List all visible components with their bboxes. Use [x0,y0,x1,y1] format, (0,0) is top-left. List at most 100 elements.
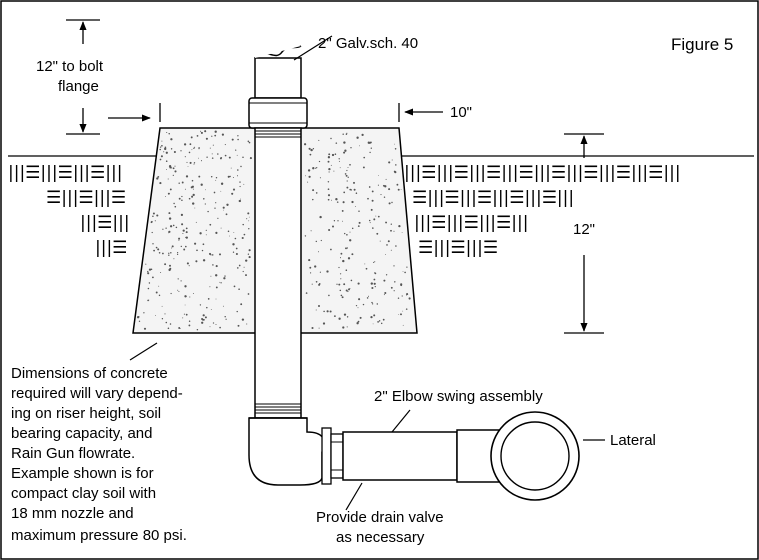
concrete-speckle [192,293,194,294]
concrete-speckle [224,275,226,277]
concrete-speckle [147,287,150,290]
concrete-speckle [343,141,346,144]
concrete-speckle [340,252,343,255]
concrete-speckle [215,231,218,234]
concrete-speckle [215,324,217,325]
concrete-speckle [406,293,409,296]
concrete-speckle [220,182,224,185]
concrete-speckle [165,227,167,229]
concrete-speckle [164,147,167,151]
concrete-speckle [234,237,237,240]
concrete-note-line: Dimensions of concrete [11,365,168,382]
concrete-speckle [191,149,193,151]
concrete-speckle [205,234,207,236]
concrete-speckle [370,282,373,285]
concrete-speckle [224,315,226,318]
elbow-label: 2" Elbow swing assembly [374,388,543,405]
concrete-speckle [358,210,360,213]
concrete-speckle [240,303,243,306]
concrete-speckle [236,169,239,171]
concrete-speckle [239,185,241,188]
concrete-speckle [170,292,172,295]
concrete-speckle [182,229,185,232]
concrete-speckle [247,140,250,143]
concrete-speckle [188,324,191,327]
concrete-speckle [394,281,396,283]
concrete-speckle [186,262,189,265]
concrete-speckle [373,218,376,221]
concrete-speckle [327,188,330,191]
concrete-speckle [184,285,187,288]
concrete-speckle [380,322,383,325]
concrete-speckle [383,294,385,296]
concrete-speckle [327,156,331,159]
concrete-speckle [308,175,311,178]
concrete-speckle [339,257,342,259]
concrete-speckle [342,220,344,222]
concrete-speckle [177,252,179,254]
concrete-speckle [233,232,235,233]
concrete-speckle [181,223,184,226]
concrete-speckle [312,198,314,201]
concrete-speckle [232,188,236,191]
concrete-speckle [201,249,204,252]
concrete-speckle [367,141,370,144]
concrete-speckle [405,308,408,310]
concrete-speckle [307,169,311,172]
concrete-speckle [373,278,376,281]
concrete-speckle [215,286,218,289]
concrete-speckle [343,283,346,286]
concrete-speckle [154,220,156,222]
concrete-speckle [394,143,396,145]
concrete-speckle [357,225,360,227]
concrete-speckle [317,304,321,308]
concrete-speckle [198,157,199,159]
concrete-speckle [371,301,373,304]
concrete-speckle [341,296,344,299]
concrete-speckle [318,139,320,141]
concrete-speckle [379,240,381,242]
concrete-speckle [161,318,164,320]
concrete-speckle [162,228,164,230]
concrete-speckle [181,199,183,201]
soil-hatch-right-row2: ☰|||☰|||☰|||☰|||☰||| [412,188,574,208]
concrete-speckle [181,181,184,184]
concrete-speckle [377,215,380,218]
concrete-speckle [204,130,207,133]
concrete-speckle [249,157,252,160]
concrete-speckle [209,326,211,328]
concrete-speckle [318,160,321,163]
concrete-speckle [330,164,332,166]
concrete-speckle [322,322,326,325]
depth-label: 12" [573,221,595,238]
concrete-speckle [164,195,166,197]
concrete-speckle [215,265,218,268]
concrete-speckle [169,225,173,228]
concrete-speckle [165,321,168,324]
concrete-speckle [222,206,225,209]
concrete-speckle [328,228,331,232]
concrete-speckle [168,254,170,256]
concrete-speckle [342,201,345,204]
concrete-speckle [343,191,346,194]
concrete-speckle [151,231,153,234]
concrete-speckle [174,170,177,173]
soil-hatch-left-row2: ☰|||☰|||☰ [46,188,126,208]
concrete-speckle [246,323,248,325]
concrete-speckle [402,310,404,312]
concrete-speckle [333,170,335,172]
concrete-speckle [312,189,315,192]
concrete-speckle [371,286,374,290]
concrete-speckle [346,180,348,182]
concrete-speckle [376,303,379,305]
concrete-speckle [187,165,189,167]
concrete-speckle [178,239,180,241]
concrete-speckle [163,151,165,153]
concrete-speckle [393,230,395,232]
concrete-speckle [159,158,162,161]
concrete-speckle [347,167,349,168]
concrete-note-line: maximum pressure 80 psi. [11,527,187,544]
concrete-speckle [327,181,330,183]
concrete-speckle [345,269,348,271]
